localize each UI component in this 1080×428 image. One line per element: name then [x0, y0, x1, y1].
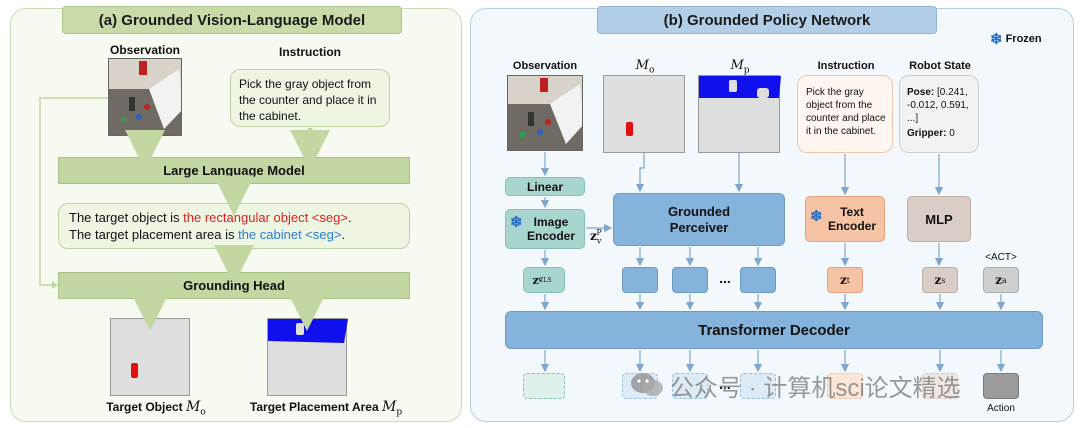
output-ellipsis: ... [719, 376, 731, 392]
frozen-legend: ❄Frozen [990, 31, 1042, 48]
target-object-mask [110, 318, 190, 396]
robot-state-box: Pose: [0.241, -0.012, 0.591, ...] Grippe… [899, 75, 979, 153]
observation-image-b [507, 75, 583, 151]
llm-output-line2: The target placement area is the cabinet… [69, 227, 346, 242]
gripper-row: Gripper: 0 [907, 128, 955, 139]
observation-label-b: Observation [512, 60, 578, 72]
image-encoder-block: ❄ Image Encoder [505, 209, 585, 249]
pose-row: Pose: [0.241, -0.012, 0.591, ...] [907, 87, 969, 124]
perceiver-token [740, 267, 776, 293]
output-ghost-cls [523, 373, 565, 399]
instruction-label: Instruction [279, 45, 341, 59]
observation-image [108, 58, 182, 136]
panel-b-title: (b) Grounded Policy Network [597, 6, 937, 34]
zvp-label: zvP [590, 228, 602, 246]
action-output-token [983, 373, 1019, 399]
robot-state-label: Robot State [909, 60, 971, 72]
mp-label: Mp [730, 58, 750, 76]
perceiver-token [622, 267, 658, 293]
seg-area-text: the cabinet <seg> [238, 227, 342, 242]
mo-mask [603, 75, 685, 153]
instruction-label-b: Instruction [817, 60, 875, 72]
output-ghost-text [827, 373, 863, 399]
token-ellipsis: ... [719, 270, 731, 286]
action-label: Action [987, 403, 1015, 414]
observation-label: Observation [109, 43, 181, 57]
target-object-label: Target Object Mo [106, 399, 206, 418]
object-blob-b [626, 122, 633, 136]
target-area-label: Target Placement Area Mp [249, 399, 403, 418]
perceiver-token [672, 267, 708, 293]
image-encoder-snowflake-icon: ❄ [510, 214, 523, 231]
panel-a-title: (a) Grounded Vision-Language Model [62, 6, 402, 34]
output-ghost [672, 373, 708, 399]
mlp-block: MLP [907, 196, 971, 242]
watermark: 公众号 · 计算机sci论文精选 [630, 368, 1050, 402]
area-blob-b [699, 76, 781, 98]
llm-output: The target object is the rectangular obj… [58, 203, 410, 249]
instruction-text: Pick the gray object from the counter an… [230, 69, 390, 127]
instruction-text-b: Pick the gray object from the counter an… [797, 75, 893, 153]
panel-a-arrows [39, 97, 330, 331]
mo-label: Mo [635, 58, 655, 76]
linear-block: Linear [505, 177, 585, 196]
text-encoder-block: ❄ Text Encoder [805, 196, 885, 242]
text-encoder-snowflake-icon: ❄ [810, 208, 823, 225]
object-blob [131, 363, 138, 378]
output-ghost [740, 373, 776, 399]
perceiver-block: Grounded Perceiver [613, 193, 785, 246]
wechat-icon [630, 371, 664, 399]
mp-mask [698, 75, 781, 153]
output-ghost-state [922, 373, 958, 399]
snowflake-icon: ❄ [990, 31, 1003, 48]
transformer-decoder-block: Transformer Decoder [505, 311, 1043, 349]
act-token-label: <ACT> [985, 252, 1017, 263]
